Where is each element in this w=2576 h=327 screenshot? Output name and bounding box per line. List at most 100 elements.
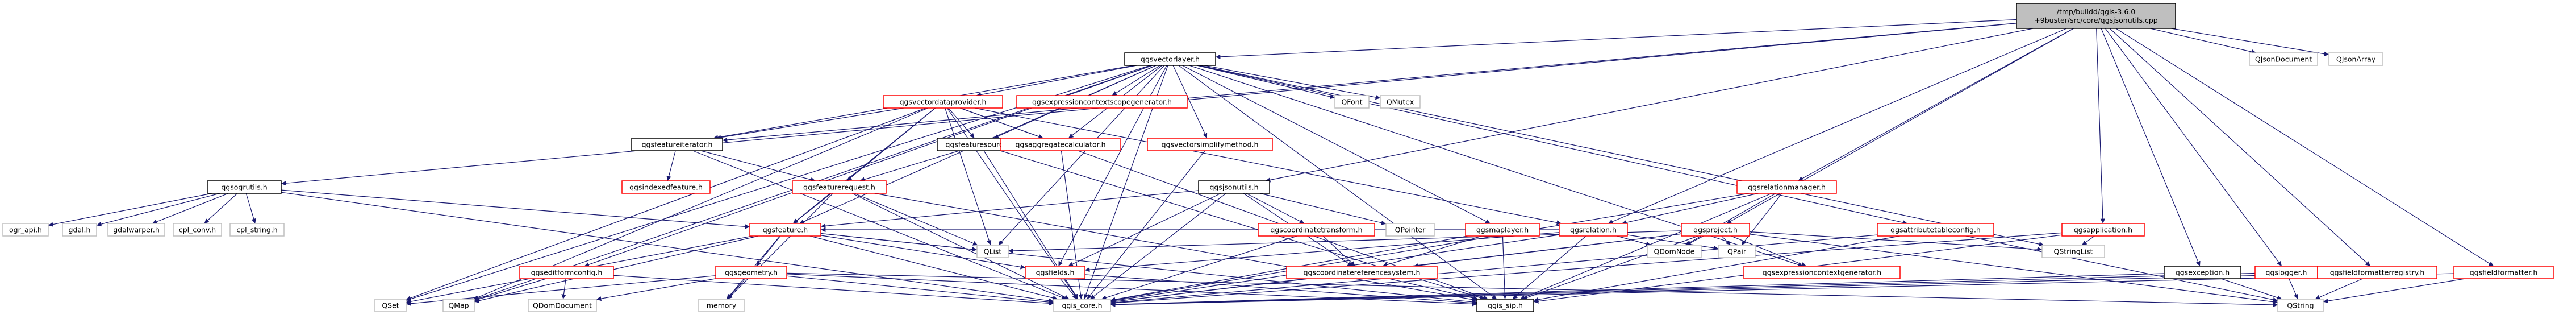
node-qgslogger[interactable]: qgslogger.h xyxy=(2254,266,2318,279)
edge-qgsjsonutils-to-qgscoordinatetransform xyxy=(1246,193,1305,224)
edge-group xyxy=(2171,28,2329,56)
node-qmap[interactable]: QMap xyxy=(442,299,475,312)
node-qlist[interactable]: QList xyxy=(976,245,1009,258)
node-label: qgsfields.h xyxy=(1036,268,1075,277)
node-label: ogr_api.h xyxy=(9,226,42,234)
node-qgsfeaturerequest[interactable]: qgsfeaturerequest.h xyxy=(792,180,887,194)
node-label: QMap xyxy=(448,301,469,310)
node-qdomnode[interactable]: QDomNode xyxy=(1647,245,1702,258)
node-box xyxy=(519,266,614,279)
node-label: qgsfieldformatter.h xyxy=(2470,268,2538,277)
edge-group xyxy=(1101,235,1297,300)
edge-qgsrelationmanager-to-qdomnode xyxy=(1685,193,1776,246)
node-qgsexpressioncontextgenerator[interactable]: qgsexpressioncontextgenerator.h xyxy=(1743,266,1901,279)
node-qgscoordinatetransform[interactable]: qgscoordinatetransform.h xyxy=(1258,223,1375,237)
edge-group xyxy=(1798,28,2074,181)
node-qdomdocument[interactable]: QDomDocument xyxy=(528,299,597,312)
node-ogr_api[interactable]: ogr_api.h xyxy=(2,223,49,237)
edge-group xyxy=(716,107,904,140)
node-qgsproject[interactable]: qgsproject.h xyxy=(1681,223,1750,237)
edge-group xyxy=(874,193,1477,302)
edge-group xyxy=(281,192,1054,303)
node-box xyxy=(1718,245,1756,258)
node-qjsonarray[interactable]: QJsonArray xyxy=(2328,52,2383,66)
node-qstringlist[interactable]: QStringList xyxy=(2041,245,2105,258)
edge-qgsvectordataprovider-to-qset xyxy=(406,107,926,300)
edge-qgsvectorlayer-to-qlist xyxy=(998,65,1165,246)
edge-qgsogrutils-to-cpl_string xyxy=(245,193,256,224)
node-qgsfieldformatterregistry[interactable]: qgsfieldformatterregistry.h xyxy=(2317,266,2437,279)
edge-group xyxy=(1533,235,1900,302)
edge-group xyxy=(596,278,716,301)
edge-group xyxy=(1087,150,1205,300)
node-label: qgis_sip.h xyxy=(1488,301,1523,310)
edge-group xyxy=(1259,193,1387,225)
node-box xyxy=(2453,266,2554,279)
node-gdalwarper[interactable]: gdalwarper.h xyxy=(107,223,165,237)
edge-group xyxy=(1178,65,1497,300)
node-qgsgeometry[interactable]: qgsgeometry.h xyxy=(715,266,787,279)
edge-group xyxy=(2315,278,2363,300)
node-qgsjsonutils[interactable]: qgsjsonutils.h xyxy=(1198,180,1270,194)
node-qset[interactable]: QSet xyxy=(374,299,407,312)
node-qgis_core[interactable]: qgis_core.h xyxy=(1053,299,1111,312)
edge-group xyxy=(561,278,566,300)
node-qgsaggregatecalculator[interactable]: qgsaggregatecalculator.h xyxy=(1000,138,1121,151)
node-qgsvectordataprovider[interactable]: qgsvectordataprovider.h xyxy=(883,95,1003,109)
node-qgsattributetableconfig[interactable]: qgsattributetableconfig.h xyxy=(1877,223,1994,237)
node-qgsrelationmanager[interactable]: qgsrelationmanager.h xyxy=(1736,180,1837,194)
node-qgsindexedfeature[interactable]: qgsindexedfeature.h xyxy=(621,180,711,194)
node-qfont[interactable]: QFont xyxy=(1334,95,1370,109)
node-qmutex[interactable]: QMutex xyxy=(1380,95,1421,109)
edge-group xyxy=(1110,278,1309,304)
node-label: +9buster/src/core/qgsjsonutils.cpp xyxy=(2034,16,2157,24)
node-qgsfeature[interactable]: qgsfeature.h xyxy=(749,223,821,237)
node-qjsondocument[interactable]: QJsonDocument xyxy=(2249,52,2318,66)
edge-qgsrelationmanager-to-qgis_core xyxy=(1110,193,1750,303)
node-qgsvectorsimplifymethod[interactable]: qgsvectorsimplifymethod.h xyxy=(1147,138,1273,151)
node-qgsmaplayer[interactable]: qgsmaplayer.h xyxy=(1465,223,1540,237)
edge-qgsvectorlayer-to-qgsvectorsimplifymethod xyxy=(1172,65,1208,139)
node-box xyxy=(1334,95,1370,109)
node-gdal[interactable]: gdal.h xyxy=(62,223,97,237)
edge-group xyxy=(793,193,832,224)
edge-group xyxy=(1749,234,2278,304)
node-label: memory xyxy=(707,301,737,310)
node-qgsexception[interactable]: qgsexception.h xyxy=(2164,266,2241,279)
node-memory[interactable]: memory xyxy=(698,299,745,312)
edge-qgsvectorlayer-to-qmutex xyxy=(1204,65,1381,100)
node-qstring[interactable]: QString xyxy=(2277,299,2324,312)
node-qgsogrutils[interactable]: qgsogrutils.h xyxy=(207,180,282,194)
node-qgseditformconfig[interactable]: qgseditformconfig.h xyxy=(519,266,614,279)
edge-root-to-qgsapplication xyxy=(2096,28,2106,224)
node-root[interactable]: /tmp/buildd/qgis-3.6.0+9buster/src/core/… xyxy=(2016,3,2176,29)
node-cpl_conv[interactable]: cpl_conv.h xyxy=(173,223,222,237)
node-qgsapplication[interactable]: qgsapplication.h xyxy=(2061,223,2145,237)
node-qpointer[interactable]: QPointer xyxy=(1385,223,1435,237)
node-qgsvectorlayer[interactable]: qgsvectorlayer.h xyxy=(1124,52,1216,66)
edge-qgsogrutils-to-gdalwarper xyxy=(152,193,229,224)
edge-root-to-qgsproject xyxy=(1726,28,2074,224)
node-label: qgsapplication.h xyxy=(2074,226,2132,234)
node-qgsexpressioncontextscopegenerator[interactable]: qgsexpressioncontextscopegenerator.h xyxy=(1016,95,1188,109)
node-qgsrelation[interactable]: qgsrelation.h xyxy=(1559,223,1628,237)
edge-group xyxy=(2101,28,2201,267)
node-qgsfieldformatter[interactable]: qgsfieldformatter.h xyxy=(2453,266,2554,279)
node-qgscoordinatereferencesystem[interactable]: qgscoordinatereferencesystem.h xyxy=(1286,266,1438,279)
node-box xyxy=(2317,266,2437,279)
edge-root-to-qjsonarray xyxy=(2171,28,2329,56)
edge-group xyxy=(820,190,1199,229)
node-qgsfields[interactable]: qgsfields.h xyxy=(1025,266,1085,279)
node-qgis_sip[interactable]: qgis_sip.h xyxy=(1476,299,1534,312)
node-cpl_string[interactable]: cpl_string.h xyxy=(229,223,285,237)
node-label: QSet xyxy=(382,301,399,310)
edge-qgsproject-to-qdomnode xyxy=(1686,235,1704,246)
node-qpair[interactable]: QPair xyxy=(1718,245,1756,258)
node-qgsfeatureiterator[interactable]: qgsfeatureiterator.h xyxy=(631,138,723,151)
edge-root-to-qgsfeatureiterator xyxy=(722,23,2017,143)
node-box xyxy=(1736,180,1837,194)
edge-qgsproject-to-qpair xyxy=(1721,235,1731,246)
edge-qgseditformconfig-to-qmap xyxy=(474,278,546,302)
edge-group xyxy=(613,275,1054,306)
node-label: QDomNode xyxy=(1654,247,1695,256)
